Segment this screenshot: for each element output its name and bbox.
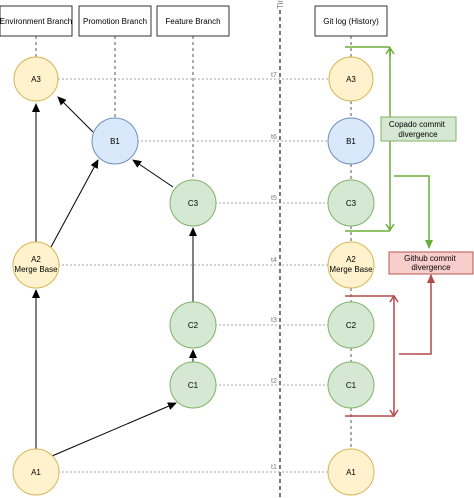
edge-a2-b1 <box>50 159 99 248</box>
commit-a2-label: A2 <box>31 255 41 264</box>
copado-callout-label: Copado commit divergence <box>389 120 447 139</box>
github-callout-line2: divergence <box>411 263 451 272</box>
tick-t4: t4 <box>271 257 277 264</box>
commit-c2: C2 <box>169 301 217 349</box>
gitlog-c3: C3 <box>327 179 375 227</box>
header-environment-label: Environment Branch <box>0 17 72 26</box>
edge-a1-c1 <box>51 402 177 457</box>
gitlog-a3-label: A3 <box>346 75 356 84</box>
github-divergence-bracket <box>345 274 435 418</box>
commit-c2-label: C2 <box>188 321 199 330</box>
gitlog-b1-label: B1 <box>346 137 356 146</box>
gitlog-c1-label: C1 <box>346 381 357 390</box>
branch-lifelines <box>35 36 352 450</box>
copado-callout-line2: divergence <box>398 130 438 139</box>
time-ticks: t7 t6 t5 t4 t3 t2 t1 <box>271 72 277 471</box>
header-environment-branch: Environment Branch <box>0 5 73 37</box>
tick-t2: t2 <box>271 378 277 385</box>
commit-c3-label: C3 <box>188 199 199 208</box>
commit-c1: C1 <box>169 361 217 409</box>
tick-t6: t6 <box>271 134 277 141</box>
gitlog-a2: A2 Merge Base <box>327 241 375 289</box>
github-pointer <box>399 274 435 355</box>
gitlog-a2-sublabel: Merge Base <box>329 265 373 274</box>
tick-t5: t5 <box>271 195 277 202</box>
github-callout-label: Github commit divergence <box>404 254 458 272</box>
header-promotion-label: Promotion Branch <box>83 17 147 26</box>
tick-t1: t1 <box>271 464 277 471</box>
gitlog-c2-label: C2 <box>346 321 357 330</box>
github-callout-line1: Github commit <box>404 254 456 263</box>
header-gitlog-label: Git log (History) <box>323 17 379 26</box>
edge-c3-b1 <box>132 159 174 188</box>
header-feature-branch: Feature Branch <box>156 5 230 37</box>
header-feature-label: Feature Branch <box>165 17 220 26</box>
commit-a3-label: A3 <box>31 75 41 84</box>
copado-callout: Copado commit divergence <box>380 116 457 142</box>
commit-c3: C3 <box>169 179 217 227</box>
commit-a3: A3 <box>13 56 59 102</box>
commit-a1: A1 <box>12 448 60 496</box>
header-git-log: Git log (History) <box>314 5 388 37</box>
gitlog-c1: C1 <box>327 361 375 409</box>
github-callout: Github commit divergence <box>388 251 474 275</box>
commit-a2-sublabel: Merge Base <box>14 265 58 274</box>
commit-a2: A2 Merge Base <box>12 241 60 289</box>
time-guides <box>58 78 328 473</box>
commit-edges <box>32 96 197 457</box>
tick-t7: t7 <box>271 72 277 79</box>
gitlog-a1-label: A1 <box>346 468 356 477</box>
commit-a1-label: A1 <box>31 468 41 477</box>
gitlog-c2: C2 <box>327 301 375 349</box>
tick-t3: t3 <box>271 317 277 324</box>
commit-b1-label: B1 <box>110 137 120 146</box>
gitlog-a1: A1 <box>327 448 375 496</box>
gitlog-c3-label: C3 <box>346 199 357 208</box>
gitlog-a2-label: A2 <box>346 255 356 264</box>
edge-b1-a3 <box>57 96 94 133</box>
header-promotion-branch: Promotion Branch <box>78 5 152 37</box>
copado-pointer <box>394 175 433 249</box>
gitlog-a3: A3 <box>328 56 374 102</box>
commit-c1-label: C1 <box>188 381 199 390</box>
time-axis: Time <box>276 0 285 498</box>
copado-callout-line1: Copado commit <box>389 120 446 129</box>
gitlog-b1: B1 <box>327 117 375 165</box>
commit-b1: B1 <box>91 117 139 165</box>
time-axis-label: Time <box>276 0 285 9</box>
